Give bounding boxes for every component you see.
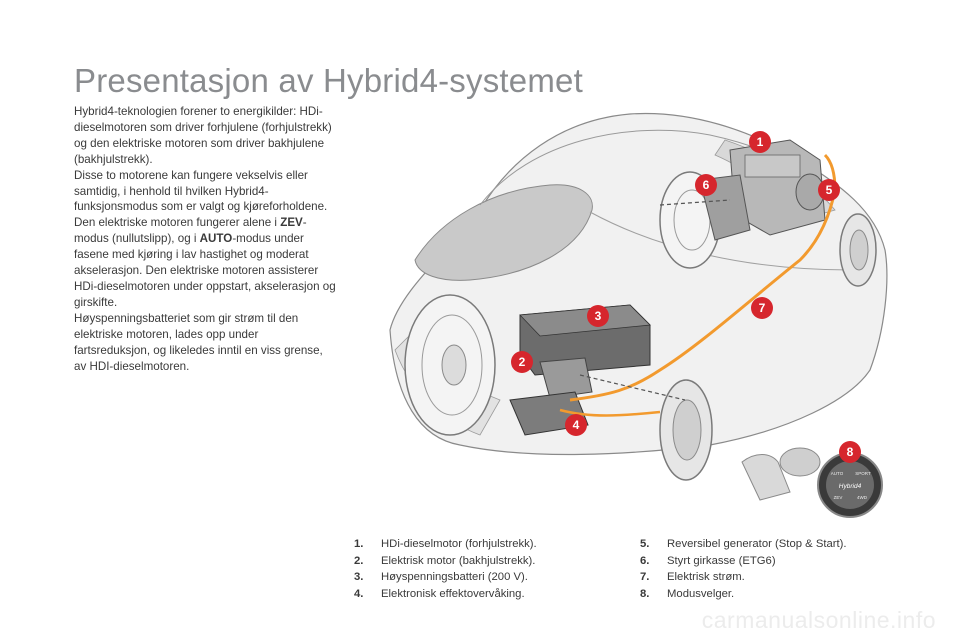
watermark: carmanualsonline.info	[701, 607, 936, 633]
svg-text:ZEV: ZEV	[834, 495, 843, 500]
legend-item: 8.Modusvelger.	[640, 587, 735, 600]
intro-paragraph-3: Den elektriske motoren fungerer alene i …	[74, 215, 336, 310]
intro-paragraph-2: Disse to motorene kan fungere vekselvis …	[74, 168, 328, 214]
callout-7: 7	[751, 297, 773, 319]
svg-text:5: 5	[826, 183, 833, 197]
svg-text:1: 1	[757, 135, 764, 149]
callout-8: 8	[839, 441, 861, 463]
svg-text:8: 8	[847, 445, 854, 459]
legend-left: 1.HDi-dieselmotor (forhjulstrekk). 2.Ele…	[354, 536, 537, 602]
callout-4: 4	[565, 414, 587, 436]
legend-item: 2.Elektrisk motor (bakhjulstrekk).	[354, 554, 536, 567]
svg-text:4: 4	[573, 418, 580, 432]
intro-p3-end: -modus under fasene med kjøring i lav ha…	[74, 232, 336, 309]
drive-shaft	[659, 199, 731, 206]
callout-2: 2	[511, 351, 533, 373]
page-title: Presentasjon av Hybrid4-systemet	[74, 62, 583, 99]
intro-text: Hybrid4-teknologien forener to energikil…	[74, 104, 336, 374]
mode-selector: AUTO SPORT Hybrid4 ZEV 4WD	[741, 447, 883, 518]
callout-5: 5	[818, 179, 840, 201]
legend-item: 6.Styrt girkasse (ETG6)	[640, 554, 776, 567]
legend-item: 5.Reversibel generator (Stop & Start).	[640, 538, 847, 550]
intro-paragraph-1: Hybrid4-teknologien forener to energikil…	[74, 105, 332, 166]
svg-text:SPORT: SPORT	[855, 471, 871, 476]
svg-text:AUTO: AUTO	[831, 471, 844, 476]
callout-6: 6	[695, 174, 717, 196]
callout-1: 1	[749, 131, 771, 153]
legend-right: 5.Reversibel generator (Stop & Start). 6…	[640, 536, 847, 602]
rear-electric-motor	[539, 357, 593, 399]
svg-text:4WD: 4WD	[857, 495, 868, 500]
auto-mode-term: AUTO	[199, 232, 233, 246]
zev-mode-term: ZEV	[280, 216, 303, 230]
legend-item: 7.Elektrisk strøm.	[640, 571, 745, 584]
legend-item: 4.Elektronisk effektovervåking.	[354, 587, 525, 600]
legend-item: 1.HDi-dieselmotor (forhjulstrekk).	[354, 538, 537, 550]
hybrid-car-illustration: 1 2 3 4 5 6 7 AUTO SPORT Hybrid4 ZEV 4WD…	[389, 112, 888, 518]
legend-item: 3.Høyspenningsbatteri (200 V).	[354, 571, 528, 584]
intro-p3-mid: -modus (nullutslipp), og i	[74, 216, 307, 246]
intro-paragraph-4: Høyspenningsbatteriet som gir strøm til …	[74, 311, 323, 373]
svg-text:7: 7	[759, 301, 766, 315]
intro-p3-start: Den elektriske motoren fungerer alene i	[74, 216, 277, 230]
callout-3: 3	[587, 305, 609, 327]
svg-text:Hybrid4: Hybrid4	[839, 483, 862, 490]
svg-text:2: 2	[519, 355, 526, 369]
svg-text:6: 6	[703, 178, 710, 192]
svg-text:3: 3	[595, 309, 602, 323]
